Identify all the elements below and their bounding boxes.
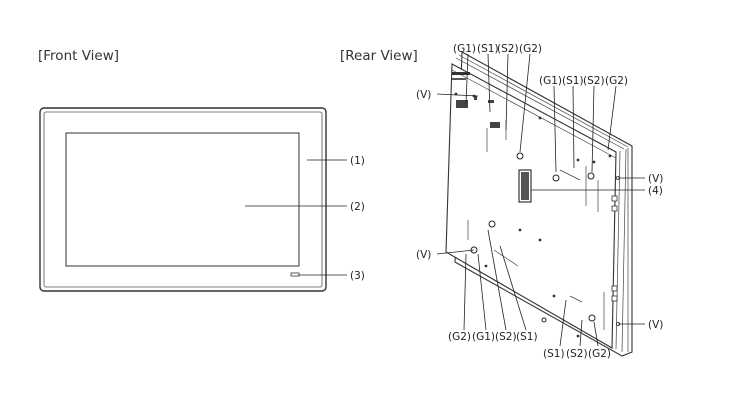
rear-bottom-b-s2: (S2): [566, 348, 588, 360]
rear-bottom-a-s2: (S2): [495, 331, 517, 343]
rear-unit: [445, 51, 633, 357]
rear-bottom-a-s1: (S1): [516, 331, 538, 343]
rear-top-b-s2: (S2): [583, 75, 605, 87]
front-label-2: (2): [350, 201, 365, 213]
rear-v-right-lower: (V): [648, 319, 663, 331]
display-area: [65, 132, 300, 267]
rear-top-b-g1: (G1): [539, 75, 562, 87]
rear-top-a-g2: (G2): [519, 43, 542, 55]
rear-v-mid-left: (V): [416, 249, 431, 261]
front-panel: [39, 107, 327, 292]
status-led: [290, 272, 300, 277]
rear-view-title: [Rear View]: [340, 48, 418, 64]
front-view-title: [Front View]: [38, 48, 119, 64]
rear-bottom-b-s1: (S1): [543, 348, 565, 360]
rear-top-a-s1: (S1): [477, 43, 499, 55]
rear-v-right-upper: (V): [648, 173, 663, 185]
rear-top-b-g2: (G2): [605, 75, 628, 87]
rear-top-a-g1: (G1): [453, 43, 476, 55]
rear-bottom-a-g2: (G2): [448, 331, 471, 343]
front-label-1: (1): [350, 155, 365, 167]
rear-bottom-a-g1: (G1): [472, 331, 495, 343]
rear-leaders: [436, 53, 645, 347]
rear-bottom-b-g2: (G2): [588, 348, 611, 360]
rear-label-4: (4): [648, 185, 663, 197]
rear-v-top-left: (V): [416, 89, 431, 101]
front-label-3: (3): [350, 270, 365, 282]
front-leaders: [245, 159, 347, 276]
rear-top-a-s2: (S2): [497, 43, 519, 55]
rear-top-b-s1: (S1): [562, 75, 584, 87]
